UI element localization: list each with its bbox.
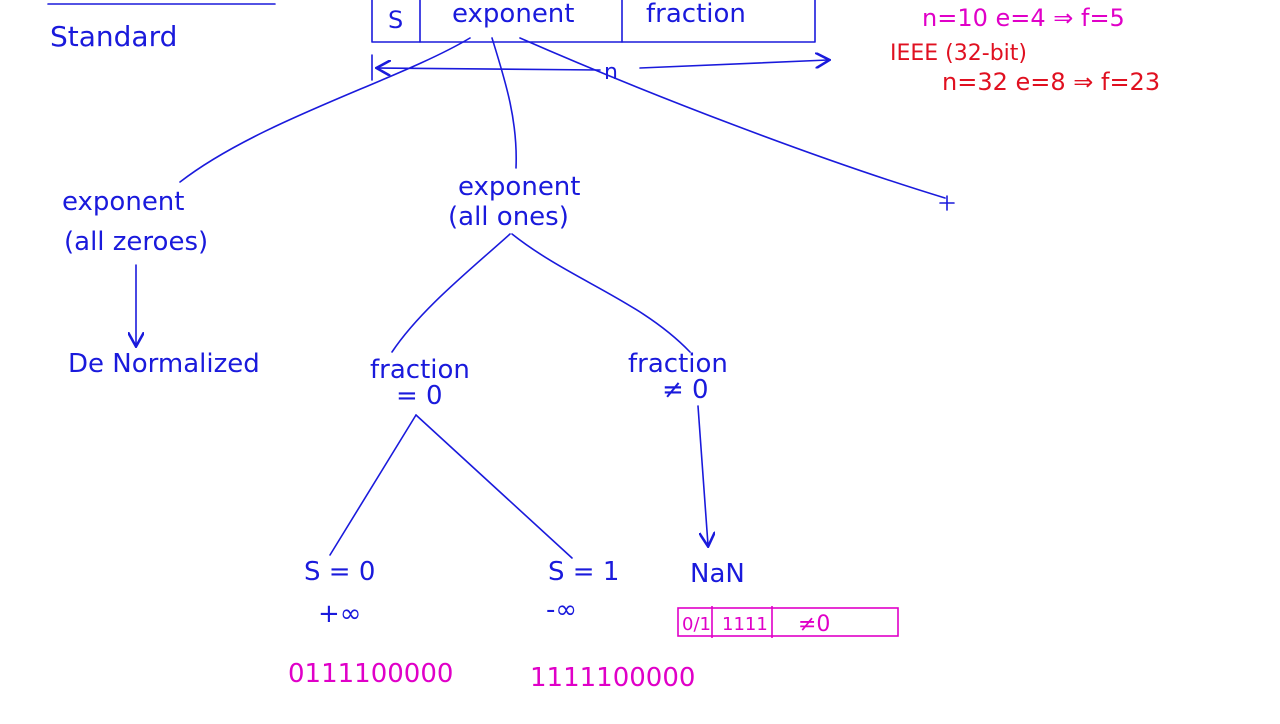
node-exp-zeros-line2: (all zeroes) [64,227,208,257]
nan-box-dividers [711,606,773,638]
nan-bit-box: 0/1 1111 ≠0 [677,606,899,638]
node-sign-zero: S = 0 [304,557,375,587]
node-denormalized: De Normalized [68,349,260,379]
node-sign-one: S = 1 [548,557,619,587]
bits-minus-inf: 1111100000 [530,663,695,693]
note-example-line: n=10 e=4 ⇒ f=5 [922,4,1125,32]
node-fraction-zero-line2: = 0 [396,381,443,411]
box-exponent-label: exponent [452,0,574,29]
nan-box-fraction: ≠0 [798,612,830,637]
format-box: S exponent fraction [371,0,816,43]
format-box-outline [371,0,816,43]
width-label-n: n [604,60,618,85]
nan-box-outline [677,607,899,637]
box-sign-label: S [388,6,403,34]
width-arrow-right [639,60,828,69]
node-exp-ones-line1: exponent [458,172,580,202]
note-ieee-line: IEEE (32-bit) [890,41,1027,66]
width-arrow-left [378,68,601,70]
node-nan: NaN [690,559,745,589]
branch-sign-one [415,414,573,559]
box-fraction-label: fraction [646,0,746,29]
branch-fraction-nonzero [511,233,691,353]
note-ieee-values: n=32 e=8 ⇒ f=23 [942,68,1160,96]
node-fraction-zero-line1: fraction [370,355,470,385]
branch-fraction-zero [391,233,511,353]
node-fraction-nonzero-line1: fraction [628,349,728,379]
pen-cursor-icon [939,195,955,211]
branch-sign-zero [329,414,417,556]
nan-box-exponent: 1111 [722,614,768,635]
branch-exp-ones [491,37,517,169]
nan-box-sign: 0/1 [682,614,711,635]
arrow-to-nan [697,405,708,545]
branch-exp-zeros [179,37,471,183]
branch-right [519,37,946,199]
node-plus-inf: +∞ [318,599,361,629]
node-exp-zeros-line1: exponent [62,187,184,217]
node-fraction-nonzero-line2: ≠ 0 [662,375,709,405]
node-minus-inf: -∞ [546,595,577,625]
heading-standard: Standard [50,20,177,53]
node-exp-ones-line2: (all ones) [448,202,569,232]
bits-plus-inf: 0111100000 [288,659,453,689]
